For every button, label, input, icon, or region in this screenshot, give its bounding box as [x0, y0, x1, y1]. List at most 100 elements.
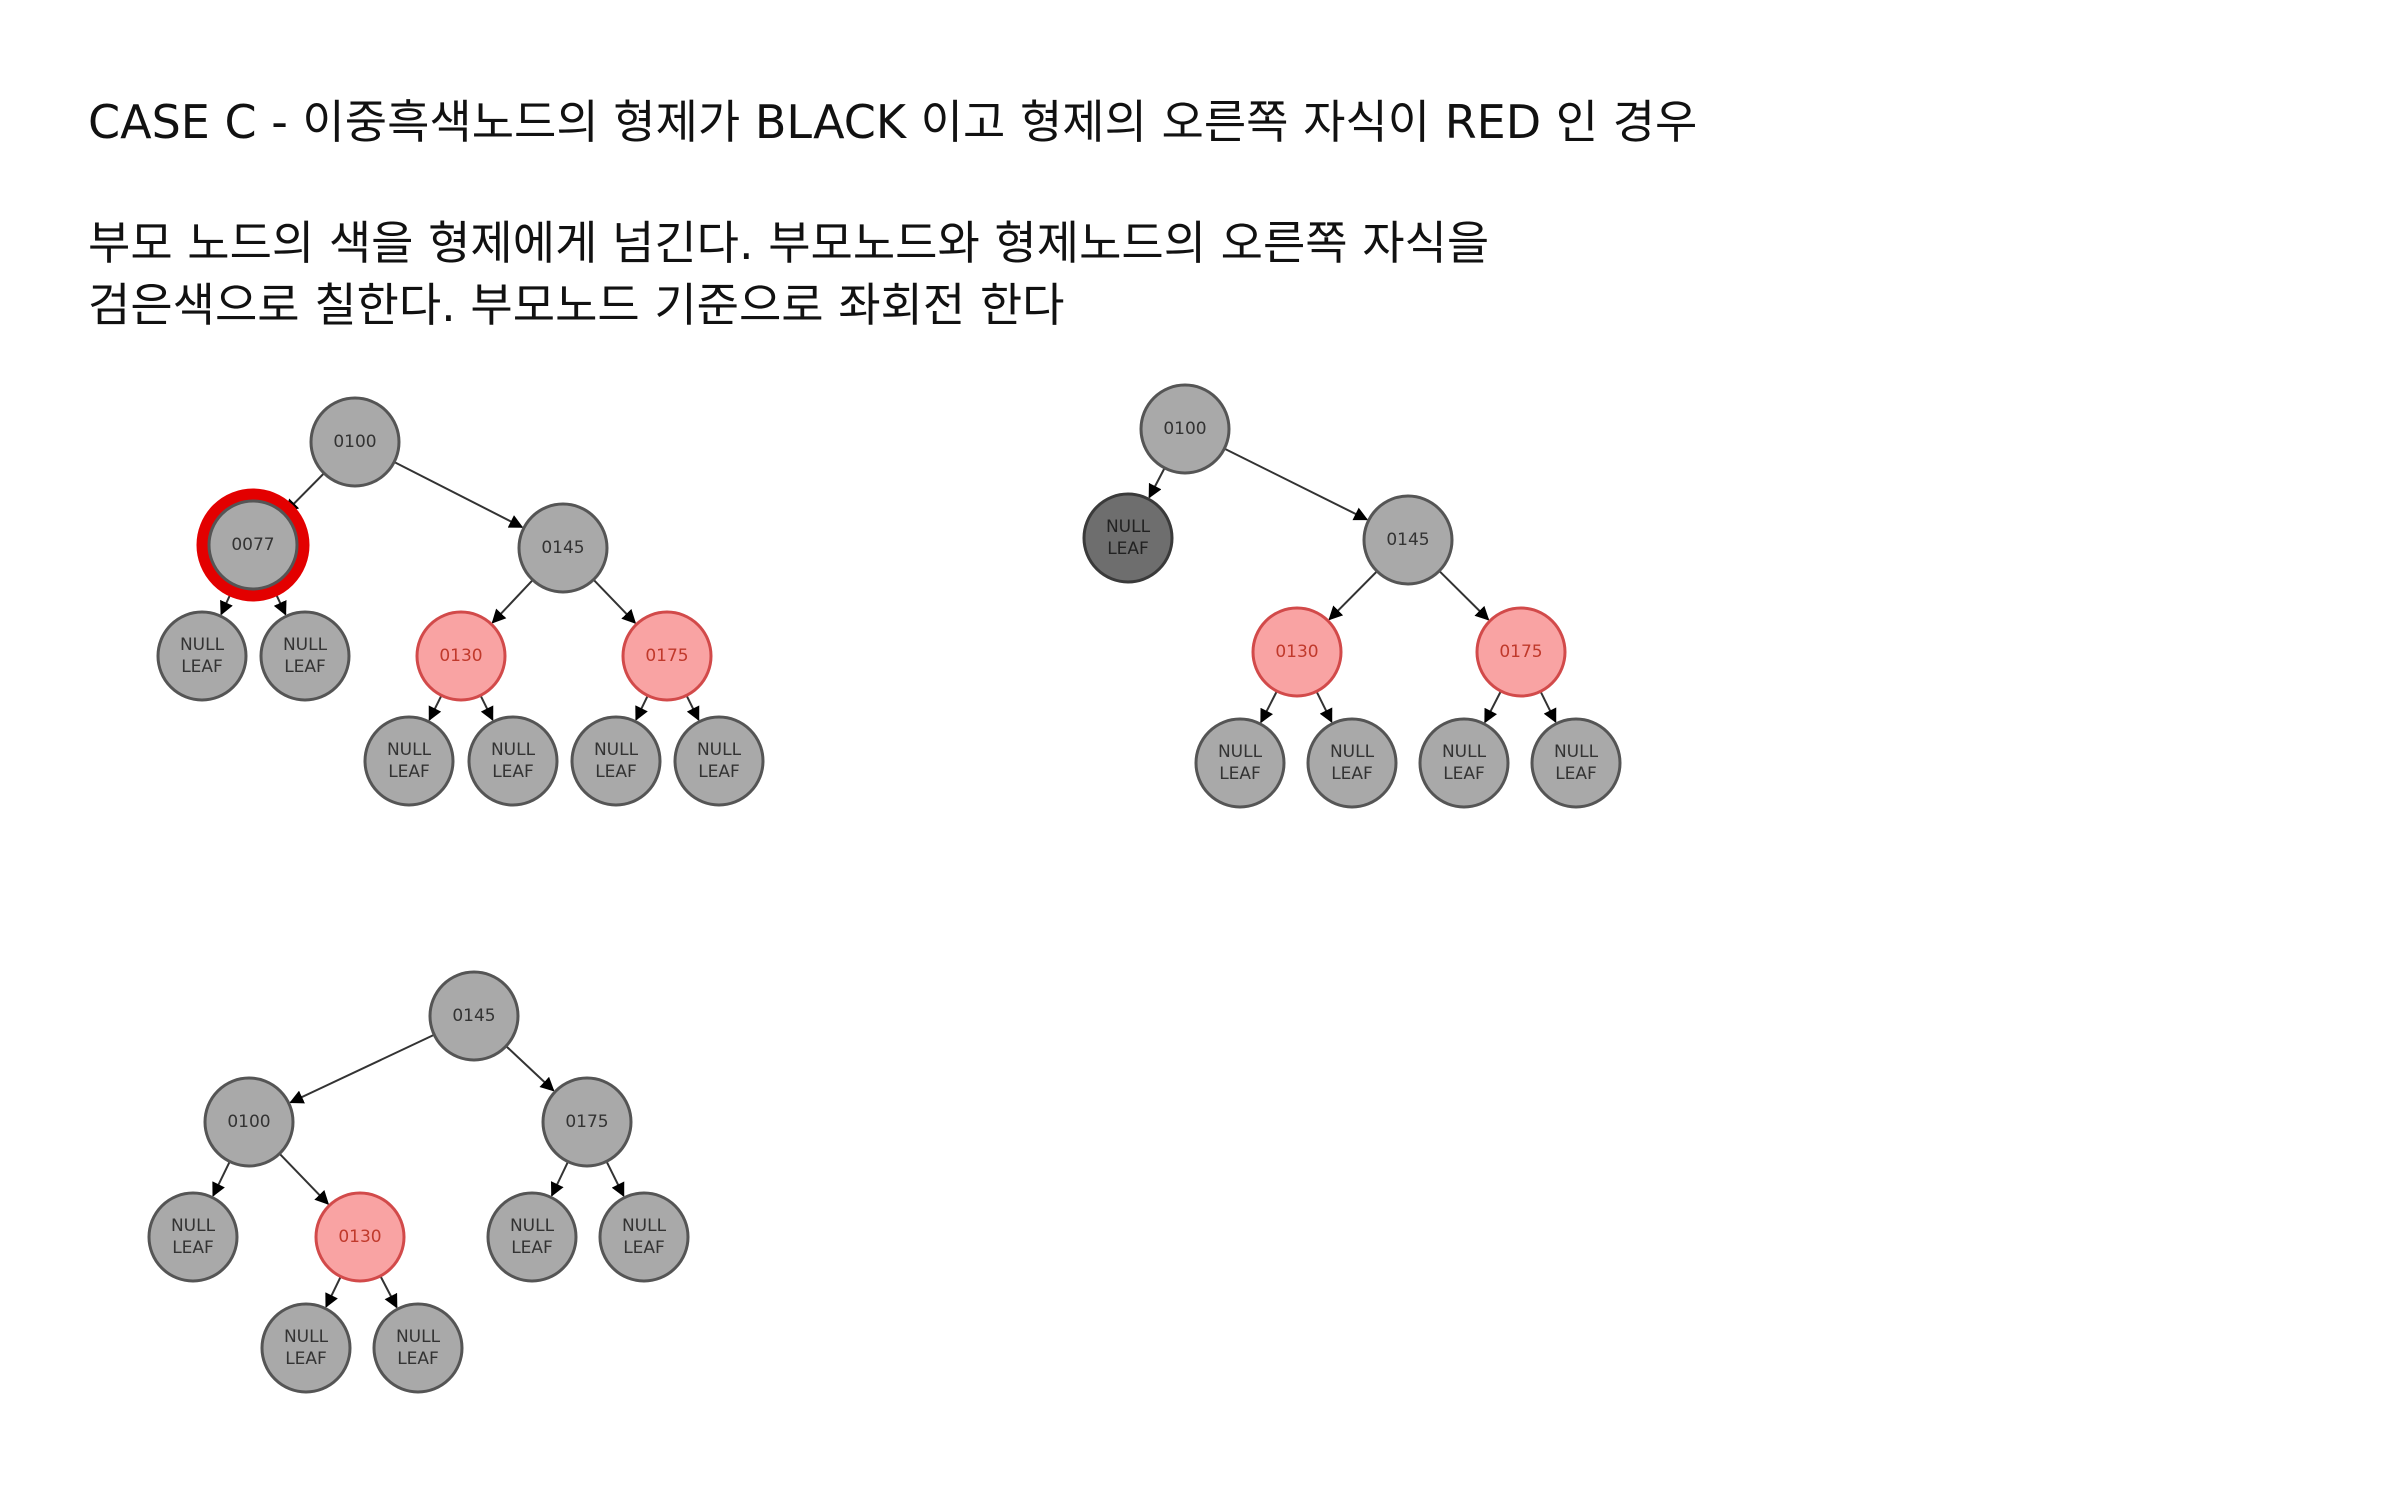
node-n175: 0175 — [1475, 606, 1567, 698]
node-label: NULL — [510, 1216, 555, 1236]
node-circle — [259, 610, 351, 702]
node-label: 0077 — [231, 535, 274, 555]
node-circle — [207, 499, 299, 591]
node-label: NULL — [396, 1327, 441, 1347]
edge-n145-n175 — [1438, 570, 1490, 621]
node-label: LEAF — [285, 1349, 327, 1369]
edge-n175-l6 — [1539, 690, 1557, 724]
node-n130: 0130 — [1251, 606, 1343, 698]
node-label: LEAF — [284, 657, 326, 677]
node-n077: 0077 — [196, 488, 310, 602]
node-label: 0175 — [565, 1112, 608, 1132]
description-line-2: 검은색으로 칠한다. 부모노드 기준으로 좌회전 한다 — [88, 278, 1065, 332]
node-circle — [673, 715, 765, 807]
edge-n175-l6 — [605, 1160, 625, 1198]
node-circle — [1306, 717, 1398, 809]
node-label: LEAF — [1219, 764, 1261, 784]
node-label: 0145 — [452, 1006, 495, 1026]
node-circle — [598, 1191, 690, 1283]
edge-n145-n130 — [1328, 570, 1378, 621]
node-n175: 0175 — [541, 1076, 633, 1168]
node-label: LEAF — [181, 657, 223, 677]
node-label: LEAF — [1555, 764, 1597, 784]
edge-n130-l4 — [379, 1275, 398, 1309]
edge-n130-l3 — [1260, 690, 1278, 724]
node-label: LEAF — [172, 1238, 214, 1258]
node-n100: 0100 — [1139, 383, 1231, 475]
node-label: 0130 — [1275, 642, 1318, 662]
node-label: NULL — [491, 740, 536, 760]
edge-n175-l6 — [685, 694, 700, 722]
node-label: NULL — [1442, 742, 1487, 762]
node-circle — [1362, 494, 1454, 586]
node-n130: 0130 — [415, 610, 507, 702]
edge-n100-dl — [1148, 467, 1166, 499]
node-circle — [363, 715, 455, 807]
node-circle — [309, 396, 401, 488]
node-circle — [467, 715, 559, 807]
node-label: NULL — [284, 1327, 329, 1347]
node-circle — [570, 715, 662, 807]
node-circle — [260, 1302, 352, 1394]
node-circle — [517, 502, 609, 594]
edge-n145-n175 — [505, 1045, 555, 1092]
node-label: NULL — [1554, 742, 1599, 762]
node-label: 0145 — [1386, 530, 1429, 550]
node-circle — [541, 1076, 633, 1168]
node-label: NULL — [180, 635, 225, 655]
node-label: 0175 — [645, 646, 688, 666]
node-n175: 0175 — [621, 610, 713, 702]
case-description: 부모 노드의 색을 형제에게 넘긴다. 부모노드와 형제노드의 오른쪽 자식을 … — [88, 212, 1489, 336]
node-n100: 0100 — [203, 1076, 295, 1168]
node-label: NULL — [697, 740, 742, 760]
node-label: LEAF — [388, 762, 430, 782]
node-label: NULL — [387, 740, 432, 760]
edge-n145-n175 — [592, 579, 637, 624]
node-label: NULL — [622, 1216, 667, 1236]
node-circle — [372, 1302, 464, 1394]
node-label: LEAF — [623, 1238, 665, 1258]
node-circle — [621, 610, 713, 702]
edge-n130-l3 — [428, 694, 443, 722]
edge-n175-l5 — [550, 1161, 569, 1197]
node-label: NULL — [1106, 517, 1151, 537]
node-label: NULL — [171, 1216, 216, 1236]
node-circle — [1194, 717, 1286, 809]
node-n145: 0145 — [1362, 494, 1454, 586]
edge-n130-l4 — [1315, 690, 1333, 724]
node-label: 0175 — [1499, 642, 1542, 662]
node-label: LEAF — [1107, 539, 1149, 559]
node-label: 0130 — [338, 1227, 381, 1247]
node-circle — [428, 970, 520, 1062]
edge-n130-l3 — [325, 1276, 342, 1308]
node-label: 0100 — [333, 432, 376, 452]
edge-n145-n100 — [289, 1033, 435, 1104]
node-circle — [1530, 717, 1622, 809]
node-circle — [147, 1191, 239, 1283]
description-line-1: 부모 노드의 색을 형제에게 넘긴다. 부모노드와 형제노드의 오른쪽 자식을 — [88, 216, 1490, 270]
node-circle — [486, 1191, 578, 1283]
edge-n130-l4 — [479, 694, 494, 722]
double-black-ring — [196, 488, 310, 602]
edge-n175-l5 — [1484, 690, 1502, 724]
node-n145: 0145 — [428, 970, 520, 1062]
edge-n100-n145 — [393, 461, 524, 529]
node-circle — [1251, 606, 1343, 698]
node-circle — [1082, 492, 1174, 584]
node-label: NULL — [1218, 742, 1263, 762]
node-circle — [415, 610, 507, 702]
